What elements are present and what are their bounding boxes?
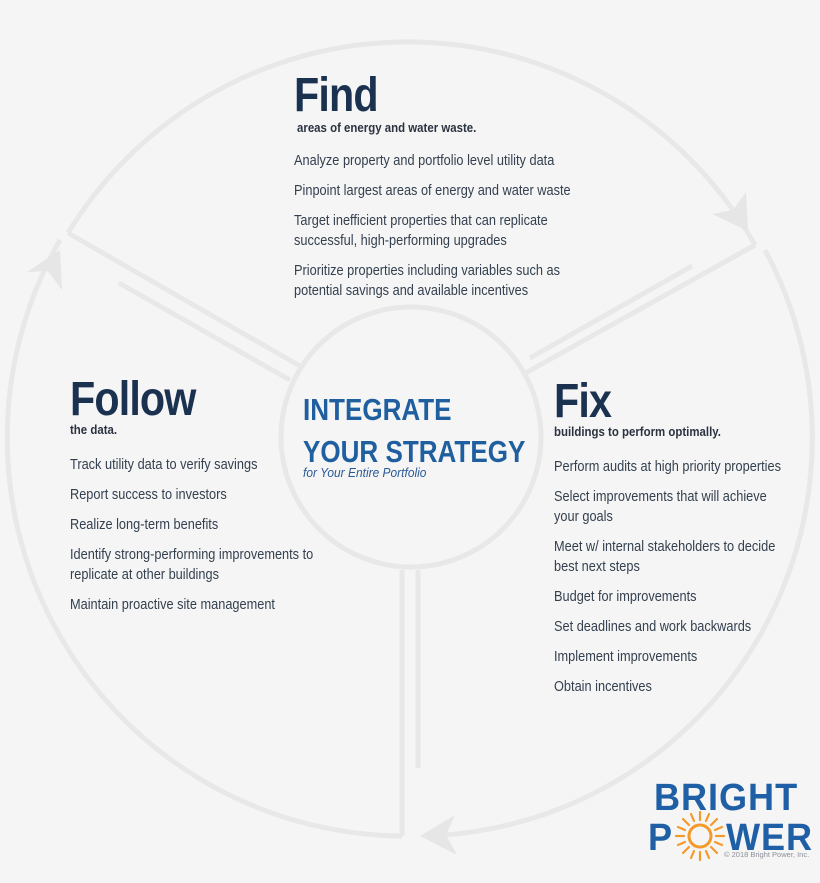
copyright-text: © 2018 Bright Power, Inc. [724, 850, 810, 859]
bright-power-logo: BRIGHT P WER © 2018 Bright Power, Inc. [648, 777, 820, 868]
find-section: Find areas of energy and water waste. An… [294, 72, 614, 311]
find-segment-arc [65, 39, 758, 247]
sun-icon [674, 810, 726, 862]
find-item: Analyze property and portfolio level uti… [294, 153, 555, 169]
find-list: Analyze property and portfolio level uti… [294, 151, 624, 301]
center-heading-line2: YOUR STRATEGY [303, 434, 526, 469]
follow-subtitle: the data. [70, 422, 118, 437]
arrow-bottom-icon [420, 815, 457, 855]
fix-title: Fix [554, 375, 612, 428]
arrow-top-right-icon [712, 192, 748, 231]
logo-word-power: P WER [648, 810, 820, 862]
follow-item: Identify strong-performing improvements … [70, 547, 314, 583]
center-heading-line1: INTEGRATE [303, 392, 452, 427]
logo-letter-p: P [648, 817, 674, 859]
follow-item: Realize long-term benefits [70, 517, 219, 533]
follow-item: Report success to investors [70, 487, 227, 503]
fix-item: Implement improvements [554, 649, 698, 665]
fix-list: Perform audits at high priority properti… [554, 457, 819, 697]
fix-item: Set deadlines and work backwards [554, 619, 752, 635]
logo-letters-wer: WER [726, 817, 814, 859]
center-subtitle: for Your Entire Portfolio [303, 465, 427, 480]
follow-title: Follow [70, 373, 196, 426]
follow-item: Maintain proactive site management [70, 597, 275, 613]
follow-list: Track utility data to verify savings Rep… [70, 455, 365, 615]
follow-section: Follow the data. Track utility data to v… [70, 376, 360, 625]
find-item: Target inefficient properties that can r… [294, 213, 548, 249]
fix-item: Select improvements that will achieve yo… [554, 489, 767, 525]
fix-item: Meet w/ internal stakeholders to decide … [554, 539, 776, 575]
fix-subtitle: buildings to perform optimally. [554, 424, 721, 439]
find-item: Pinpoint largest areas of energy and wat… [294, 183, 571, 199]
center-circle [278, 304, 544, 570]
fix-section: Fix buildings to perform optimally. Perf… [554, 378, 814, 707]
fix-item: Perform audits at high priority properti… [554, 459, 781, 475]
follow-segment-arc [4, 238, 403, 839]
find-item: Prioritize properties including variable… [294, 263, 560, 299]
center-label: INTEGRATE YOUR STRATEGY for Your Entire … [303, 391, 543, 480]
fix-item: Budget for improvements [554, 589, 697, 605]
arrow-left-icon [27, 250, 62, 290]
fix-segment-arc [424, 248, 815, 839]
fix-item: Obtain incentives [554, 679, 652, 695]
find-title: Find [294, 69, 379, 122]
find-subtitle: areas of energy and water waste. [297, 120, 477, 135]
follow-item: Track utility data to verify savings [70, 457, 258, 473]
logo-word-bright: BRIGHT [654, 777, 799, 819]
